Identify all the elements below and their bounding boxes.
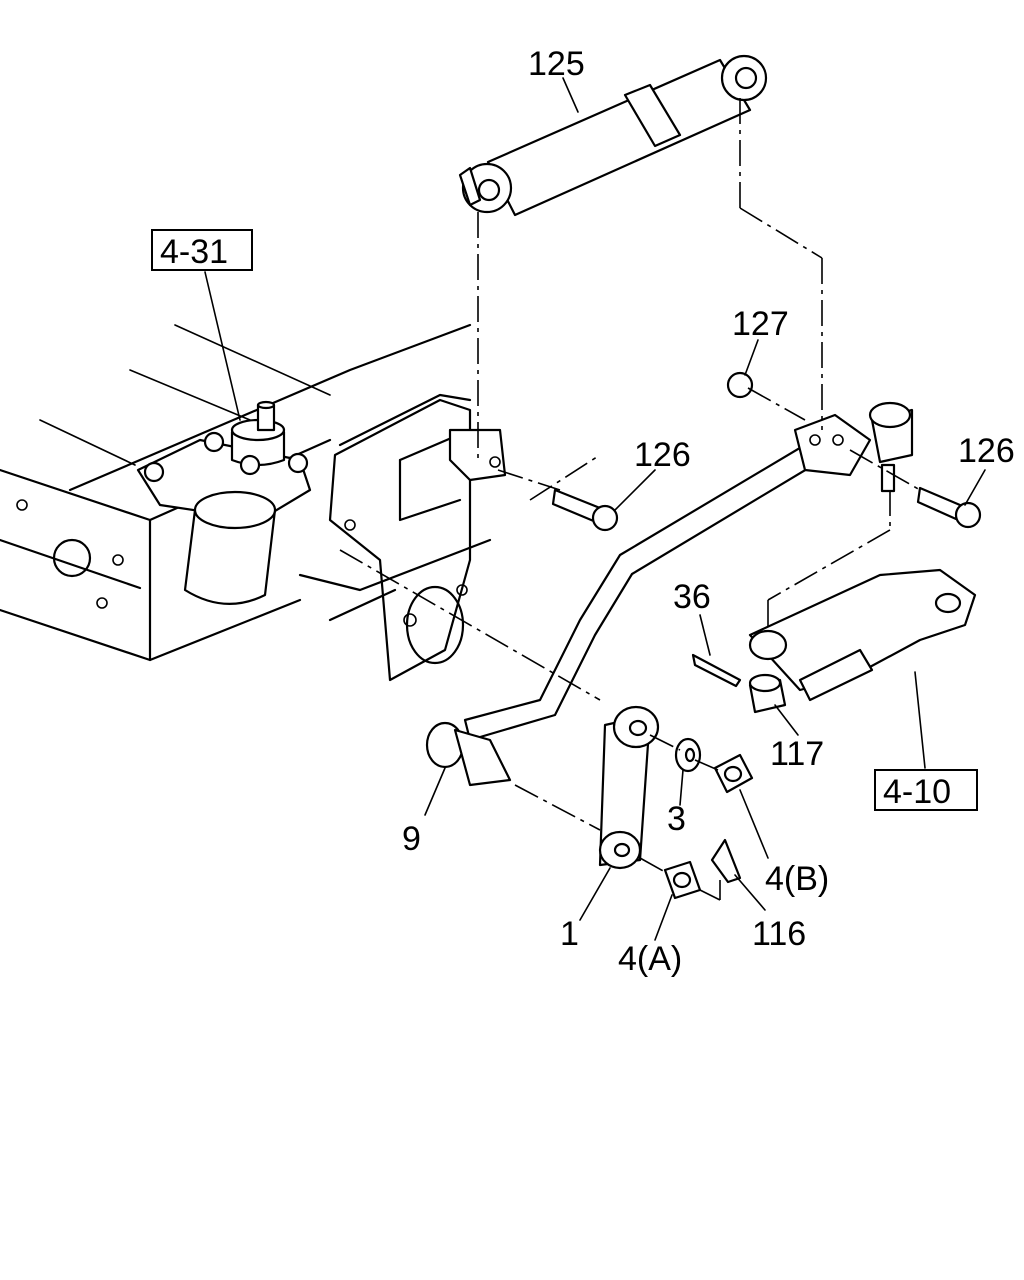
nut-4b — [713, 753, 754, 794]
callout-127: 127 — [732, 305, 789, 343]
callout-116: 116 — [752, 915, 806, 953]
callout-36: 36 — [673, 578, 711, 616]
callout-3: 3 — [667, 800, 686, 838]
ball-stud-9 — [425, 721, 512, 787]
nut-127 — [726, 371, 754, 399]
cotter-pin-116 — [710, 838, 742, 884]
callout-125: 125 — [528, 45, 585, 83]
pitman-arm — [598, 705, 660, 870]
callout-9: 9 — [402, 820, 421, 858]
callout-126-left: 126 — [634, 436, 691, 474]
assembly-lines — [339, 98, 921, 901]
shock-absorber — [458, 54, 768, 217]
bolt-126-right — [916, 486, 982, 529]
drag-link — [463, 413, 872, 742]
callout-1: 1 — [560, 915, 579, 953]
steering-gear — [136, 400, 312, 605]
cotter-pin-36 — [691, 653, 742, 688]
callout-117: 117 — [770, 735, 824, 773]
castle-nut-117 — [748, 673, 787, 714]
leader-lines — [204, 77, 986, 941]
bolt-126-left — [551, 488, 619, 532]
ref-box-4-10 — [874, 769, 978, 811]
mounting-bracket — [298, 393, 507, 682]
washer-3 — [674, 737, 702, 773]
ref-box-4-31 — [151, 229, 253, 271]
callout-4b: 4(B) — [765, 860, 829, 898]
callout-126-right: 126 — [958, 432, 1015, 470]
knuckle-arm — [748, 568, 977, 702]
callout-4-10: 4-10 — [883, 773, 951, 811]
callout-4-31: 4-31 — [160, 233, 228, 271]
nut-4a — [663, 860, 702, 900]
callout-4a: 4(A) — [618, 940, 682, 978]
ball-stud-right — [868, 401, 914, 493]
